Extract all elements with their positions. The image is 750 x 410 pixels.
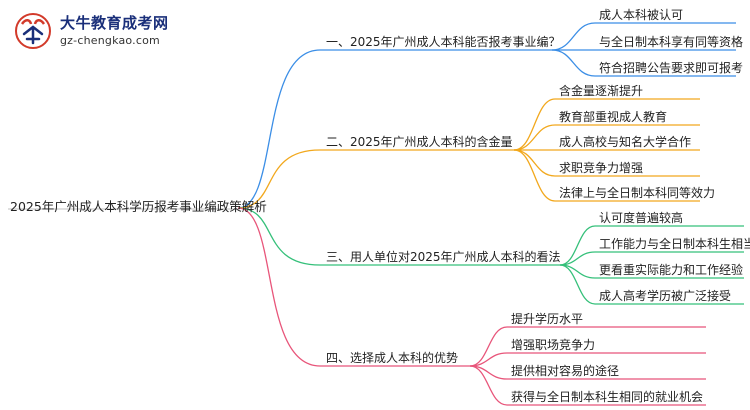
branch-4-connector [237, 207, 321, 367]
branch-2-child-5-connector [513, 149, 556, 202]
bull-logo-icon [15, 13, 51, 49]
branch-1-child-3: 符合招聘公告要求即可报考 [599, 61, 744, 75]
branch-2-child-4-connector [513, 149, 556, 177]
branch-2-child-5: 法律上与全日制本科同等效力 [559, 186, 716, 200]
mindmap-root: 2025年广州成人本科学历报考事业编政策解析 [10, 199, 267, 214]
branch-4-child-1-connector [469, 326, 508, 367]
branch-2-child-3: 成人高校与知名大学合作 [559, 135, 692, 149]
branch-2-child-1: 含金量逐渐提升 [559, 84, 644, 98]
branch-3-child-2: 工作能力与全日制本科生相当 [599, 237, 750, 251]
branch-2-label: 二、2025年广州成人本科的含金量 [326, 135, 513, 149]
branch-2-child-4: 求职竞争力增强 [559, 161, 644, 175]
branch-3-child-1-connector [559, 225, 596, 266]
branch-2-child-2-connector [513, 124, 556, 151]
branch-3-label: 三、用人单位对2025年广州成人本科的看法 [326, 250, 561, 264]
branch-3-connector [237, 207, 321, 266]
logo-url: gz-chengkao.com [60, 34, 160, 47]
branch-4-child-2: 增强职场竞争力 [511, 338, 596, 352]
branch-1-child-3-connector [551, 49, 596, 77]
branch-2-connector [237, 149, 321, 209]
branch-4-label: 四、选择成人本科的优势 [326, 351, 459, 365]
branch-3-child-1: 认可度普遍较高 [599, 211, 684, 225]
branch-1-child-1-connector [551, 22, 596, 51]
branch-2-child-1-connector [513, 98, 556, 151]
logo-title: 大牛教育成考网 [60, 14, 169, 32]
branch-1-connector [237, 49, 321, 209]
branch-4-child-4: 获得与全日制本科生相同的就业机会 [511, 390, 704, 404]
branch-3-child-4: 成人高考学历被广泛接受 [599, 289, 732, 303]
branch-4-child-1: 提升学历水平 [511, 312, 584, 326]
branch-3-child-3: 更看重实际能力和工作经验 [599, 263, 744, 277]
branch-3-child-4-connector [559, 264, 596, 305]
branch-4-child-4-connector [469, 365, 508, 406]
branch-1-label: 一、2025年广州成人本科能否报考事业编？ [326, 35, 561, 49]
branch-4-child-3: 提供相对容易的途径 [511, 364, 620, 378]
branch-2-child-2: 教育部重视成人教育 [559, 110, 668, 124]
branch-1-child-2: 与全日制本科享有同等资格 [599, 35, 744, 49]
branch-1-child-1: 成人本科被认可 [599, 8, 684, 22]
site-logo[interactable]: 大牛教育成考网 gz-chengkao.com [8, 4, 178, 56]
